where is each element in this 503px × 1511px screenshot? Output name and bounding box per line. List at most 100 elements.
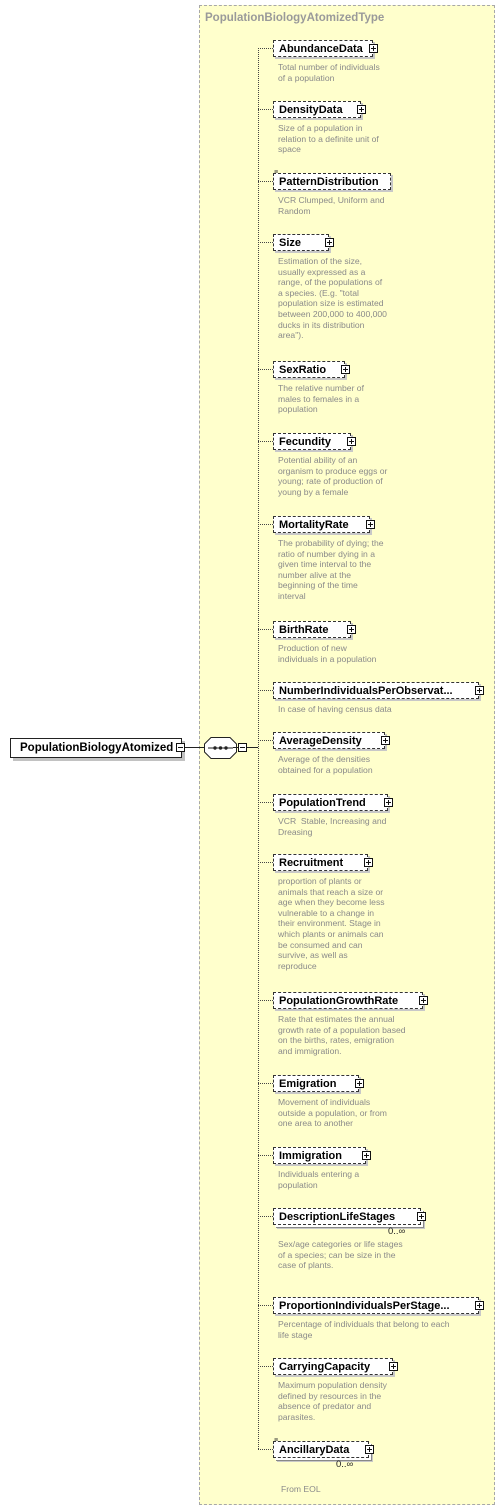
element-description: Rate that estimates the annual growth ra…	[278, 1014, 406, 1056]
sequence-compositor-icon[interactable]	[204, 737, 237, 759]
child-connector	[258, 109, 273, 110]
child-connector	[258, 181, 273, 182]
element-label: Emigration	[279, 1078, 337, 1090]
expand-plus-icon[interactable]	[366, 520, 375, 529]
expand-plus-icon[interactable]	[384, 798, 393, 807]
root-connector	[185, 747, 205, 748]
type-title: PopulationBiologyAtomizedType	[205, 12, 385, 24]
element-label: DensityData	[279, 104, 343, 116]
sequence-collapse-icon[interactable]	[238, 743, 247, 752]
child-connector	[258, 1366, 273, 1367]
child-connector	[258, 1000, 273, 1001]
child-connector	[258, 242, 273, 243]
element-box[interactable]: Size	[273, 234, 329, 251]
element-box[interactable]: AverageDensity	[273, 732, 385, 749]
element-label: AbundanceData	[279, 43, 363, 55]
element-box[interactable]: SexRatio	[273, 361, 345, 378]
expand-plus-icon[interactable]	[325, 238, 334, 247]
expand-plus-icon[interactable]	[362, 1151, 371, 1160]
element-box[interactable]: DescriptionLifeStages	[273, 1208, 421, 1225]
element-label: AncillaryData	[279, 1444, 350, 1456]
expand-plus-icon[interactable]	[389, 1362, 398, 1371]
element-label: CarryingCapacity	[279, 1361, 371, 1373]
root-collapse-icon[interactable]	[176, 743, 185, 752]
cardinality-label: 0..∞	[336, 1459, 354, 1470]
element-description: proportion of plants or animals that rea…	[278, 876, 385, 971]
root-element-label: PopulationBiologyAtomized	[20, 742, 174, 754]
expand-plus-icon[interactable]	[381, 736, 390, 745]
element-description: Individuals entering a population	[278, 1169, 360, 1190]
expand-plus-icon[interactable]	[475, 1301, 484, 1310]
expand-plus-icon[interactable]	[365, 1445, 374, 1454]
child-connector	[258, 369, 273, 370]
element-label: Fecundity	[279, 436, 331, 448]
expand-plus-icon[interactable]	[417, 1212, 426, 1221]
element-box[interactable]: PatternDistribution	[273, 173, 391, 190]
expand-plus-icon[interactable]	[355, 1079, 364, 1088]
element-description: Potential ability of an organism to prod…	[278, 455, 388, 497]
expand-plus-icon[interactable]	[347, 625, 356, 634]
element-label: PopulationGrowthRate	[279, 995, 399, 1007]
expand-plus-icon[interactable]	[357, 105, 366, 114]
child-connector	[258, 1216, 273, 1217]
expand-plus-icon[interactable]	[419, 996, 428, 1005]
element-box[interactable]: DensityData	[273, 101, 361, 118]
element-description: In case of having census data	[278, 704, 392, 714]
element-box[interactable]: BirthRate	[273, 621, 351, 638]
sequence-right-connector	[233, 747, 238, 748]
source-annotation: From EOL	[281, 1484, 321, 1494]
element-label: NumberIndividualsPerObservat...	[279, 685, 453, 697]
element-description: Movement of individuals outside a popula…	[278, 1097, 387, 1129]
element-description: Size of a population in relation to a de…	[278, 123, 379, 155]
element-description: Average of the densities obtained for a …	[278, 754, 373, 775]
element-box[interactable]: AncillaryData	[273, 1441, 369, 1458]
element-box[interactable]: Recruitment	[273, 854, 368, 871]
root-element[interactable]: PopulationBiologyAtomized	[10, 738, 182, 758]
child-connector	[258, 441, 273, 442]
element-label: ProportionIndividualsPerStage...	[279, 1300, 450, 1312]
element-description: Estimation of the size, usually expresse…	[278, 256, 387, 341]
element-label: Recruitment	[279, 857, 344, 869]
child-connector	[258, 740, 273, 741]
element-description: VCR Clumped, Uniform and Random	[278, 195, 385, 216]
element-label: PopulationTrend	[279, 797, 366, 809]
child-connector	[258, 1305, 273, 1306]
element-label: SexRatio	[279, 364, 327, 376]
expand-plus-icon[interactable]	[341, 365, 350, 374]
element-label: PatternDistribution	[279, 176, 379, 188]
element-description: The relative number of males to females …	[278, 383, 364, 415]
element-description: Production of new individuals in a popul…	[278, 643, 377, 664]
expand-plus-icon[interactable]	[475, 686, 484, 695]
child-branch-line	[258, 48, 259, 1449]
complex-type-box	[199, 5, 495, 1505]
element-description: Maximum population density defined by re…	[278, 1380, 387, 1422]
expand-plus-icon[interactable]	[347, 437, 356, 446]
expand-plus-icon[interactable]	[364, 858, 373, 867]
child-connector	[258, 1083, 273, 1084]
element-box[interactable]: AbundanceData	[273, 40, 373, 57]
child-connector	[258, 1155, 273, 1156]
child-connector	[258, 48, 273, 49]
element-box[interactable]: Emigration	[273, 1075, 359, 1092]
child-connector	[258, 862, 273, 863]
element-box[interactable]: CarryingCapacity	[273, 1358, 393, 1375]
element-box[interactable]: NumberIndividualsPerObservat...	[273, 682, 479, 699]
cardinality-label: 0..∞	[388, 1226, 406, 1237]
element-box[interactable]: MortalityRate	[273, 516, 370, 533]
child-connector	[258, 690, 273, 691]
child-connector	[258, 524, 273, 525]
attributes-marker-icon: ≡	[274, 1437, 279, 1444]
element-box[interactable]: PopulationGrowthRate	[273, 992, 423, 1009]
child-connector	[258, 629, 273, 630]
element-description: Sex/age categories or life stages of a s…	[278, 1239, 403, 1271]
element-description: The probability of dying; the ratio of n…	[278, 538, 384, 601]
element-label: AverageDensity	[279, 735, 362, 747]
element-box[interactable]: Immigration	[273, 1147, 366, 1164]
expand-plus-icon[interactable]	[369, 44, 378, 53]
element-label: Size	[279, 237, 302, 249]
element-box[interactable]: Fecundity	[273, 433, 351, 450]
element-box[interactable]: PopulationTrend	[273, 794, 388, 811]
element-label: MortalityRate	[279, 519, 349, 531]
element-description: Percentage of individuals that belong to…	[278, 1319, 450, 1340]
element-box[interactable]: ProportionIndividualsPerStage...	[273, 1297, 479, 1314]
